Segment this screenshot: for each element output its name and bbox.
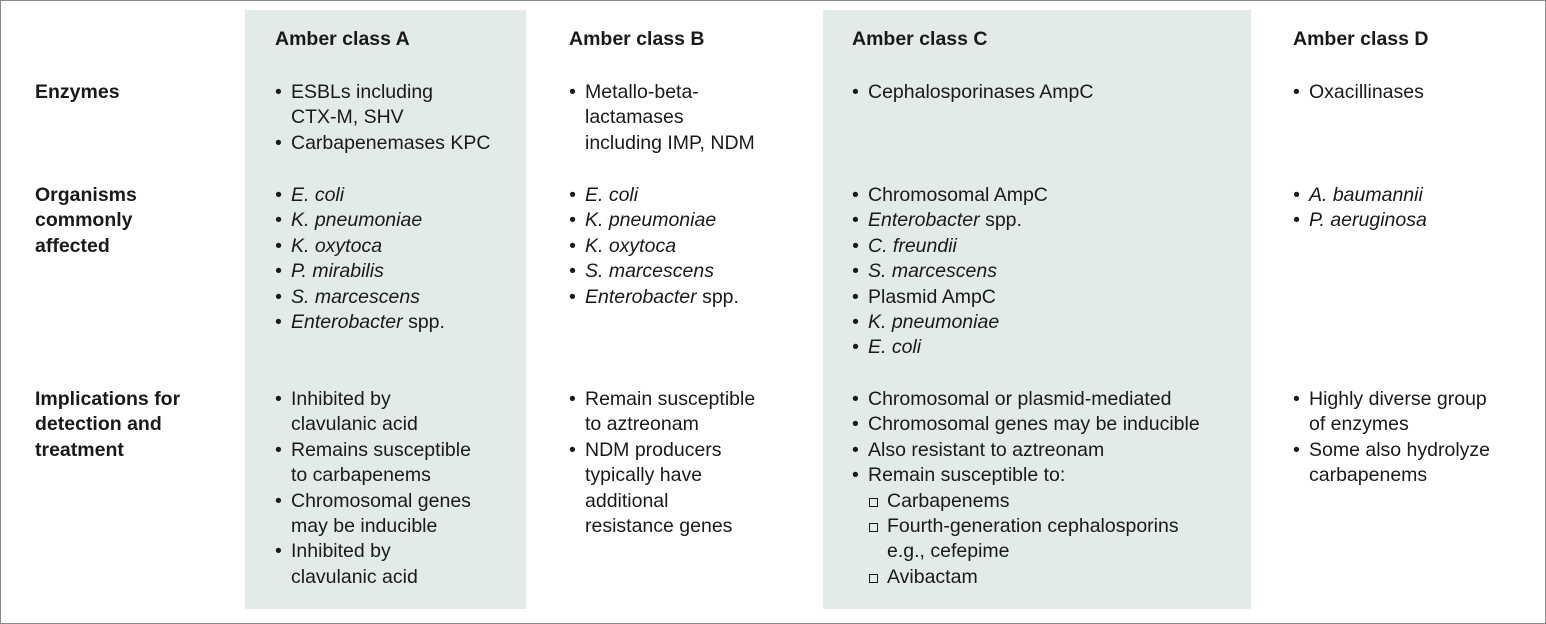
list-item: E. coli (569, 183, 739, 209)
list-item: Some also hydrolyze carbapenems (1293, 438, 1490, 489)
list-item: Chromosomal genes may be inducible (852, 412, 1200, 438)
list-item: Oxacillinases (1293, 80, 1424, 106)
list-item: NDM producers typically have additional … (569, 438, 755, 540)
list-item: Chromosomal or plasmid-mediated (852, 387, 1200, 413)
implications-class-d-list: Highly diverse group of enzymes Some als… (1293, 387, 1490, 489)
list-item: K. pneumoniae (569, 208, 739, 234)
list-item: E. coli (852, 335, 1048, 361)
organisms-class-b-list: E. coli K. pneumoniae K. oxytoca S. marc… (569, 183, 739, 310)
implications-class-a-list: Inhibited by clavulanic acid Remains sus… (275, 387, 471, 590)
implications-class-c-list: Chromosomal or plasmid-mediated Chromoso… (852, 387, 1200, 590)
list-item: Inhibited by clavulanic acid (275, 539, 471, 590)
enzymes-class-d-list: Oxacillinases (1293, 80, 1424, 106)
list-item: Chromosomal AmpC (852, 183, 1048, 209)
organisms-class-c-list: Chromosomal AmpC Enterobacter spp. C. fr… (852, 183, 1048, 361)
list-item: Enterobacter spp. (275, 310, 445, 336)
list-item: Chromosomal genes may be inducible (275, 489, 471, 540)
enzymes-class-a-list: ESBLs including CTX-M, SHV Carbapenemase… (275, 80, 490, 157)
enzymes-class-c-list: Cephalosporinases AmpC (852, 80, 1093, 106)
list-item: K. oxytoca (569, 234, 739, 260)
list-item: Carbapenemases KPC (275, 131, 490, 157)
list-item: S. marcescens (275, 285, 445, 311)
list-item: Enterobacter spp. (569, 285, 739, 311)
list-item: P. mirabilis (275, 259, 445, 285)
organisms-class-a-list: E. coli K. pneumoniae K. oxytoca P. mira… (275, 183, 445, 336)
list-item: K. oxytoca (275, 234, 445, 260)
species-suffix: spp. (979, 209, 1022, 232)
row-label-organisms: Organisms commonly affected (35, 184, 137, 257)
list-item: A. baumannii (1293, 183, 1427, 209)
organisms-class-d-list: A. baumannii P. aeruginosa (1293, 183, 1427, 234)
list-item: Highly diverse group of enzymes (1293, 387, 1490, 438)
list-item: C. freundii (852, 234, 1048, 260)
species-suffix: spp. (696, 285, 739, 308)
list-item: Remain susceptible to aztreonam (569, 387, 755, 438)
list-item: Also resistant to aztreonam (852, 438, 1200, 464)
column-header-class-d: Amber class D (1293, 28, 1429, 50)
list-item: Plasmid AmpC (852, 285, 1048, 311)
list-item: Remain susceptible to: (852, 463, 1200, 489)
species-suffix: spp. (402, 311, 445, 334)
list-item: Cephalosporinases AmpC (852, 80, 1093, 106)
list-item: S. marcescens (569, 259, 739, 285)
row-label-enzymes: Enzymes (35, 81, 120, 103)
sub-list-item: Carbapenems (852, 489, 1200, 514)
list-item: E. coli (275, 183, 445, 209)
list-item: Metallo-beta- lactamases including IMP, … (569, 80, 755, 156)
list-item: Inhibited by clavulanic acid (275, 387, 471, 438)
genus-name: Enterobacter (868, 209, 980, 232)
row-label-implications: Implications for detection and treatment (35, 388, 181, 461)
list-item: K. pneumoniae (852, 310, 1048, 336)
column-header-class-c: Amber class C (852, 28, 988, 50)
enzymes-class-b-list: Metallo-beta- lactamases including IMP, … (569, 80, 755, 156)
genus-name: Enterobacter (291, 311, 403, 334)
column-header-class-b: Amber class B (569, 28, 705, 50)
list-item: P. aeruginosa (1293, 208, 1427, 234)
list-item: K. pneumoniae (275, 208, 445, 234)
sub-list-item: Avibactam (852, 565, 1200, 590)
genus-name: Enterobacter (585, 285, 697, 308)
list-item: S. marcescens (852, 259, 1048, 285)
list-item: ESBLs including CTX-M, SHV (275, 80, 490, 131)
list-item: Remains susceptible to carbapenems (275, 438, 471, 489)
implications-class-b-list: Remain susceptible to aztreonam NDM prod… (569, 387, 755, 539)
column-header-class-a: Amber class A (275, 28, 410, 50)
list-item: Enterobacter spp. (852, 208, 1048, 234)
sub-list-item: Fourth-generation cephalosporins e.g., c… (852, 514, 1200, 565)
